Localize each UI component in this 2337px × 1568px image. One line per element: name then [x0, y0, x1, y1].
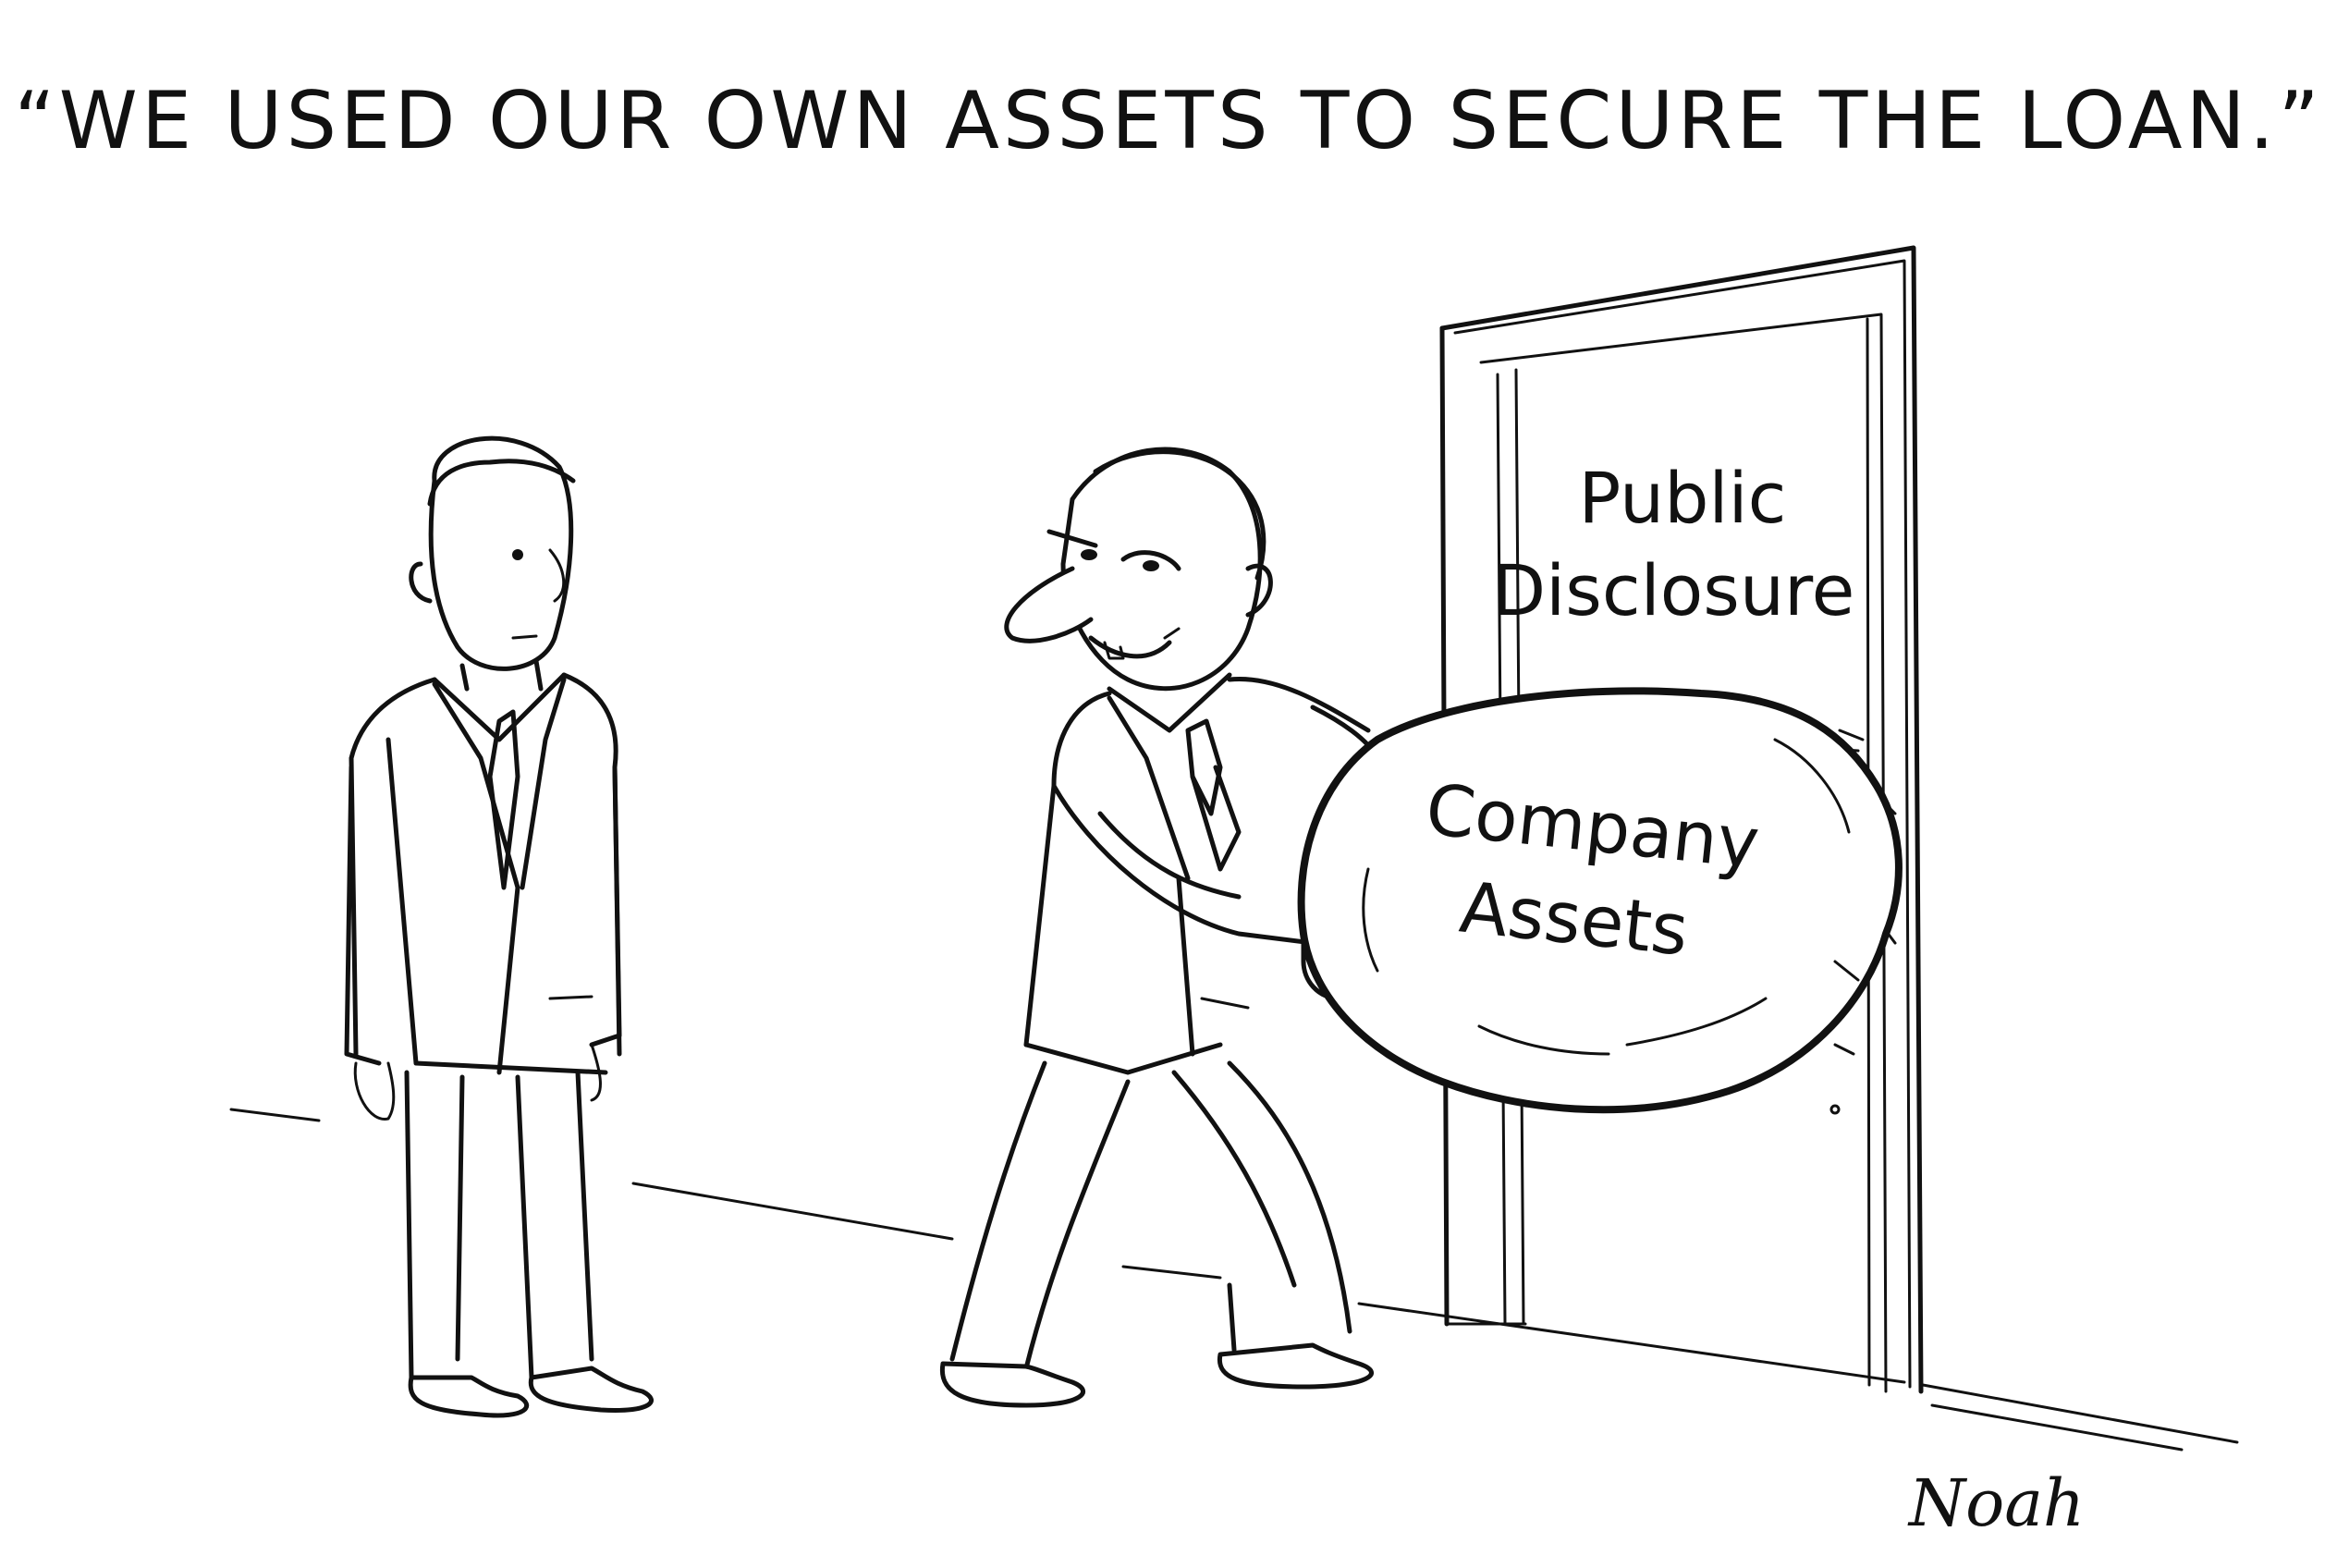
cartoon-caption: “WE USED OUR OWN ASSETS TO SECURE THE LO…: [14, 75, 2323, 167]
company-assets-boulder: [1297, 687, 1903, 1114]
floor-lines: [229, 1108, 2239, 1452]
artist-signature: Noah: [1907, 1465, 2085, 1541]
door-sign-line2: Disclosure: [1492, 549, 1855, 631]
door-sign-line1: Public: [1579, 457, 1787, 539]
standing-businessman: [344, 435, 654, 1418]
door-sign: Public Disclosure: [1492, 457, 1855, 631]
